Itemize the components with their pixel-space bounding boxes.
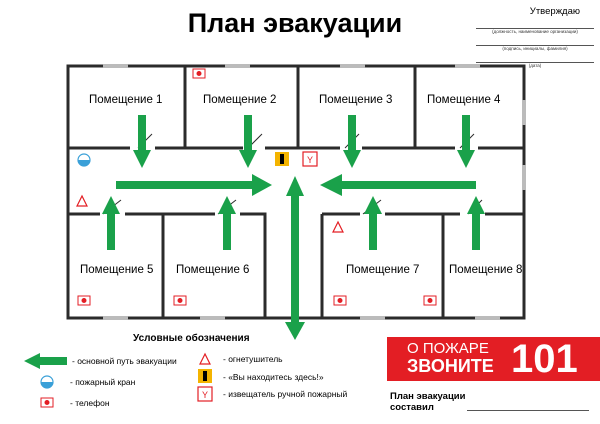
arrow-room3 [343,115,361,168]
windows [103,64,526,320]
arrow-room6 [218,196,236,250]
extinguisher-icon [332,220,344,233]
legend-title: Условные обозначения [133,333,250,344]
emergency-number: 101 [511,337,578,381]
you-are-here-icon [275,152,289,166]
arrow-corridor-right [320,174,476,196]
arrow-room1 [133,115,151,168]
phone-icon [77,68,437,306]
hydrant-icon [77,153,91,167]
arrow-room2 [239,115,257,168]
approval-line-3 [476,51,594,63]
legend-hydrant-icon [40,375,54,389]
room-4-label: Помещение 4 [427,94,501,106]
approval-caption-2: (подпись, инициалы, фамилия) [502,46,568,51]
legend-you-are-here: - «Вы находитесь здесь!» [223,372,324,382]
compiled-by-line1: План эвакуации [390,391,466,402]
arrow-room5 [102,196,120,250]
approval-caption-3: (дата) [528,63,542,68]
room-5-label: Помещение 5 [80,264,154,276]
svg-text:Y: Y [202,390,208,400]
compiled-by-line2: составил [390,402,434,413]
room-6-label: Помещение 6 [176,264,250,276]
evacuation-arrows [102,115,485,340]
approval-line-1 [476,17,594,29]
room-1-label: Помещение 1 [89,94,163,106]
room-7-label: Помещение 7 [346,264,420,276]
fire-notice-line1: О ПОЖАРЕ [407,340,489,357]
room-8-label: Помещение 8 [449,264,523,276]
approval-caption-1: (должность, наименование организации) [492,29,578,34]
compiled-by: План эвакуации составил [390,391,466,413]
arrow-room4 [457,115,475,168]
approval-block: Утверждаю (должность, наименование орган… [476,6,594,68]
approval-heading: Утверждаю [529,6,580,17]
svg-text:Y: Y [307,155,313,165]
legend-hydrant: - пожарный кран [70,377,136,387]
fire-notice-line2: ЗВОНИТЕ [407,356,494,376]
legend-phone: - телефон [70,398,110,408]
legend-arrow-icon [24,353,67,369]
legend-alarm-icon: Y [197,386,213,402]
arrow-room7 [364,196,382,250]
extinguisher-icon [76,194,88,207]
legend-alarm: - извещатель ручной пожарный [223,389,348,399]
legend-you-are-here-icon [198,369,212,383]
legend-phone-icon [40,397,54,408]
arrow-corridor-left [116,174,272,196]
legend-extinguisher-icon [199,352,211,365]
room-3-label: Помещение 3 [319,94,393,106]
fire-alarm-icon: Y [302,151,318,167]
room-2-label: Помещение 2 [203,94,277,106]
approval-line-2 [476,34,594,46]
arrow-room8 [467,196,485,250]
legend-extinguisher: - огнетушитель [223,354,283,364]
walls [66,64,526,320]
page-title: План эвакуации [187,8,403,38]
legend-evac-route: - основной путь эвакуации [72,356,177,366]
signature-line [467,410,589,411]
arrow-exit [285,176,305,340]
fire-notice: О ПОЖАРЕ ЗВОНИТЕ 101 [387,337,600,381]
